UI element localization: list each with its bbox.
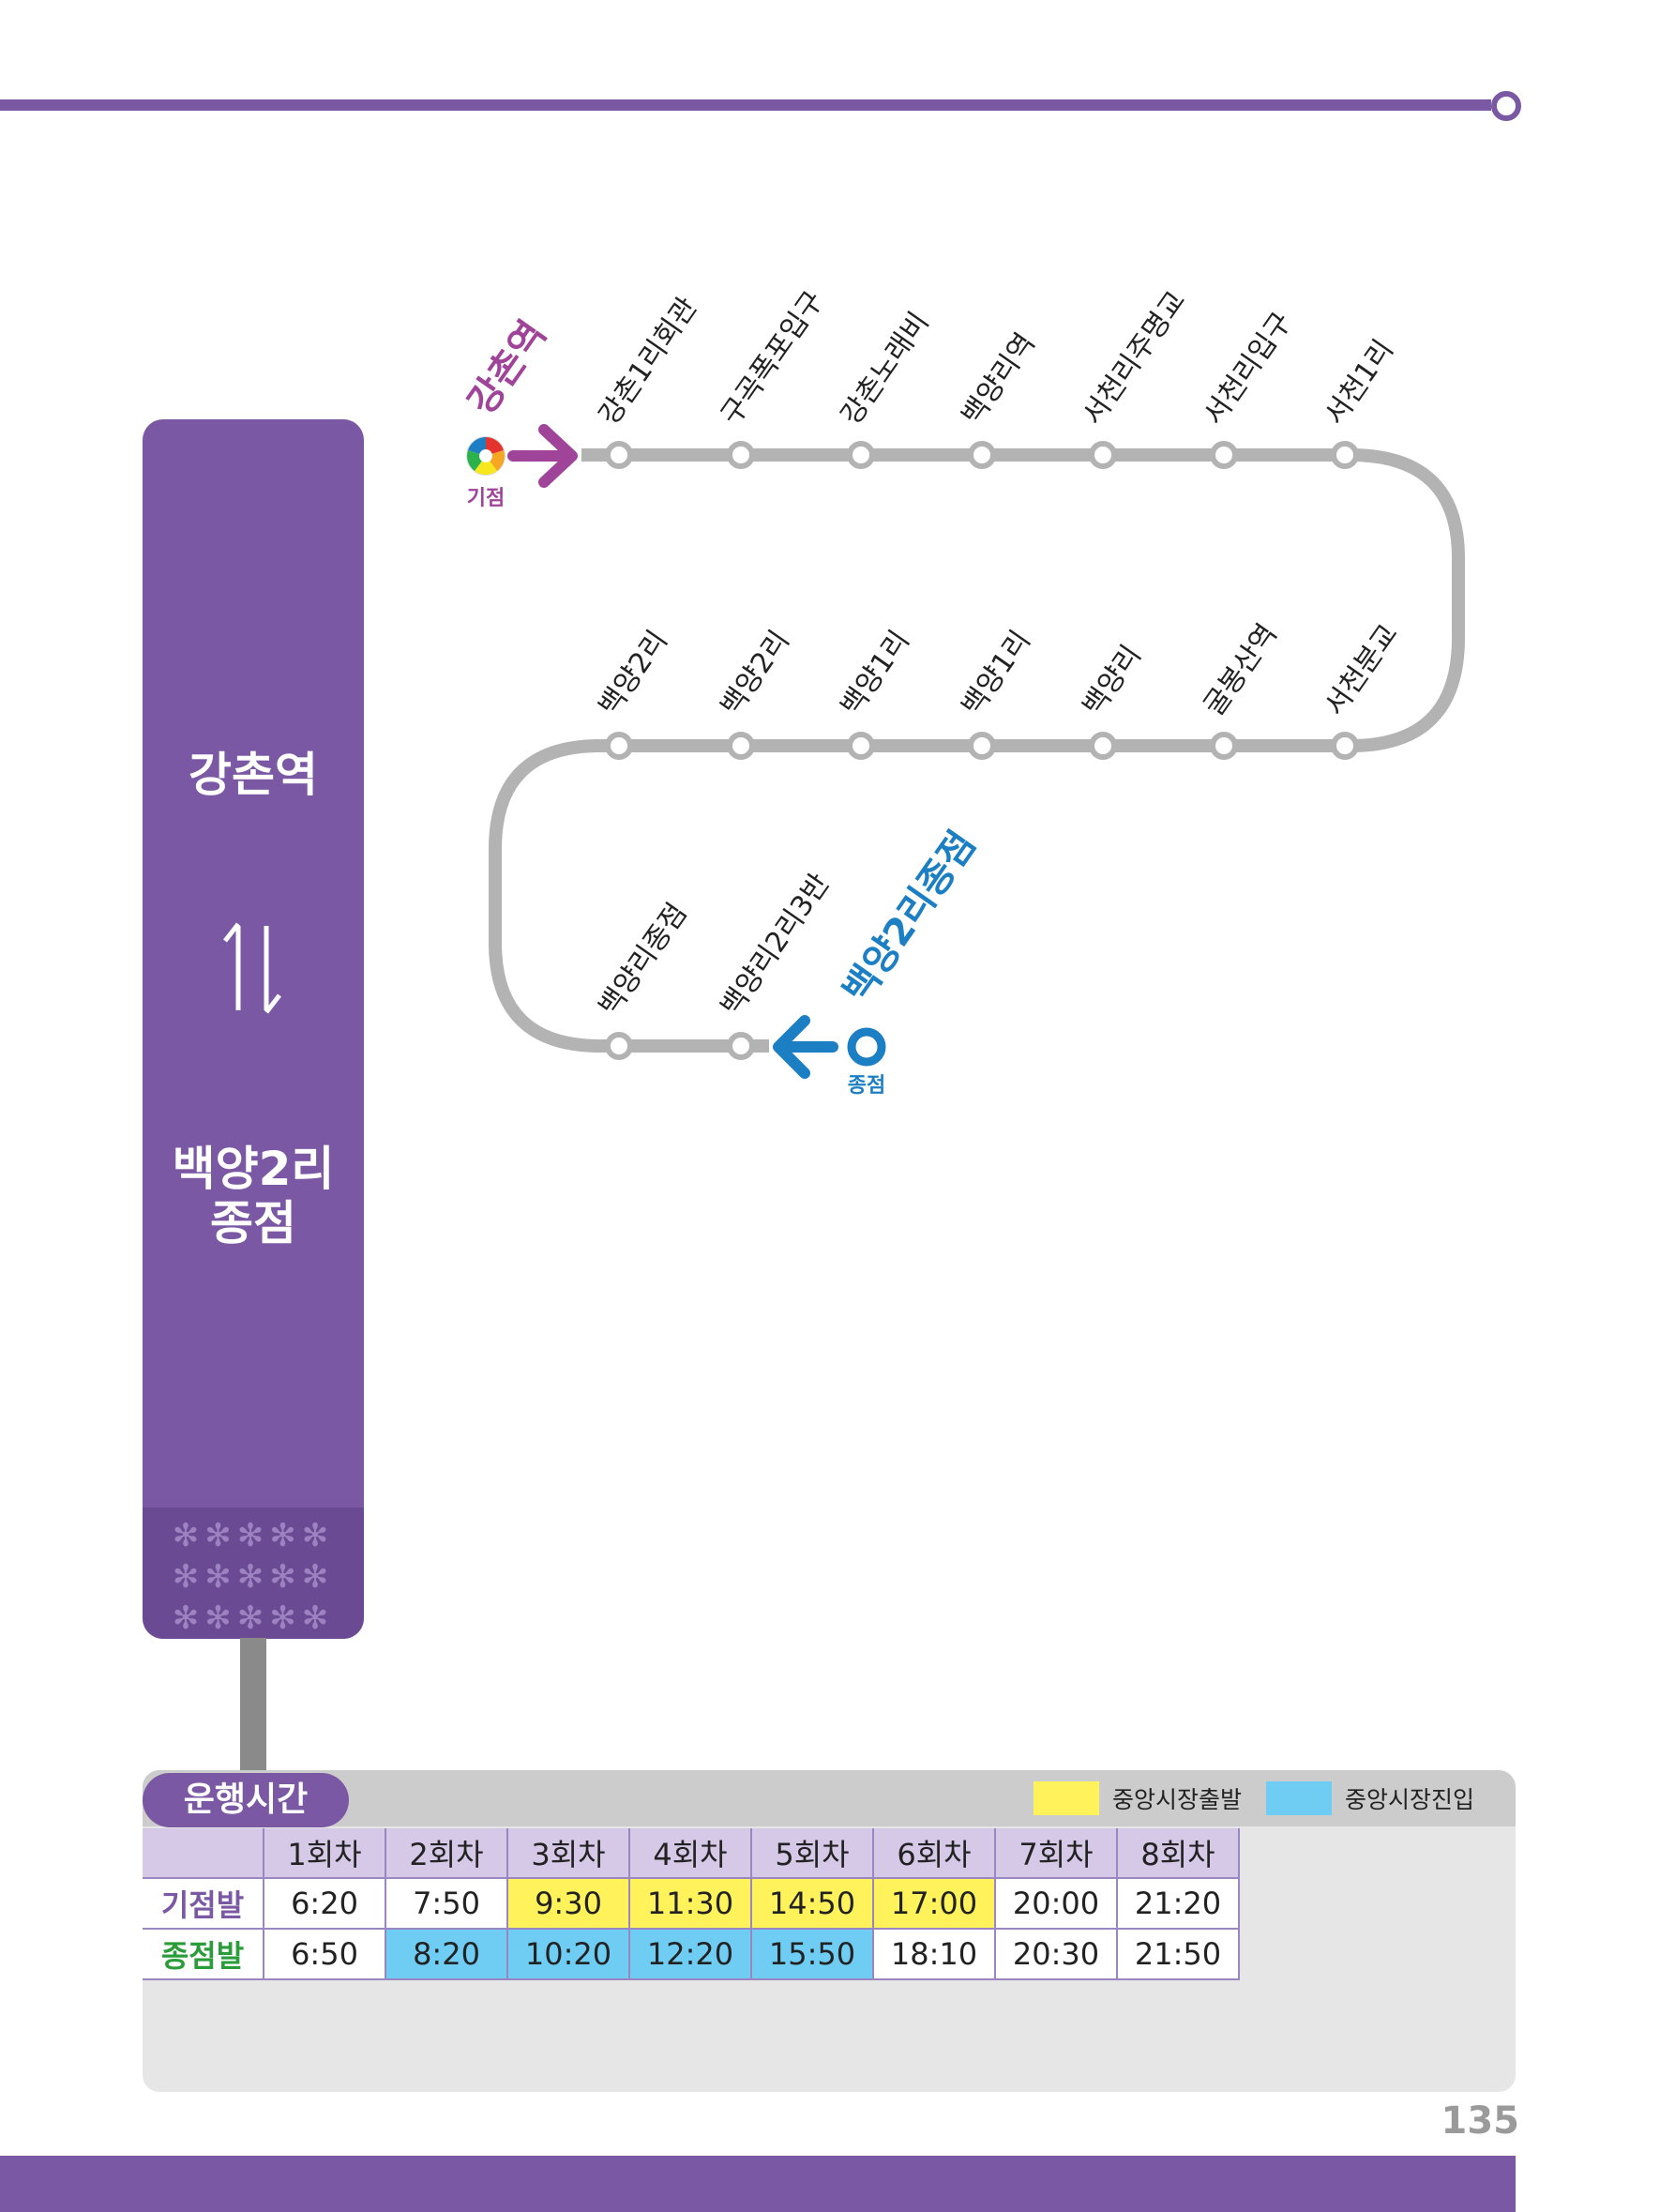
schedule-table: 1회차 2회차 3회차 4회차 5회차 6회차 7회차 8회차 기점발 6:20… (143, 1828, 1240, 1980)
header-blank-cell (143, 1828, 264, 1879)
stop-marker (1210, 441, 1238, 469)
row-label: 종점발 (143, 1929, 264, 1980)
time-cell: 18:10 (873, 1929, 996, 1980)
top-rule (0, 99, 1491, 111)
time-cell: 8:20 (385, 1929, 508, 1980)
time-cell: 21:50 (1117, 1929, 1240, 1980)
stop-label: 강촌1리회관 (593, 292, 704, 432)
end-station-name: 백양2리종점 (836, 824, 985, 1011)
stop-marker (605, 1032, 633, 1060)
route-destination-line2: 종점 (210, 1196, 296, 1250)
route-origin: 강촌역 (189, 748, 318, 802)
row-label: 기점발 (143, 1878, 264, 1930)
stop-marker (727, 732, 755, 760)
stop-label: 백양리 (1077, 640, 1148, 722)
stop-label: 서천분교 (1319, 618, 1405, 722)
time-cell: 6:20 (264, 1878, 386, 1930)
time-cell: 11:30 (629, 1878, 752, 1930)
legend-label: 중앙시장출발 (1112, 1786, 1243, 1813)
column-header: 5회차 (751, 1828, 874, 1879)
stop-label: 백양1리 (835, 625, 916, 722)
stop-label: 강촌노래비 (835, 306, 936, 431)
stop-label: 백양2리 (593, 625, 674, 722)
time-cell: 6:50 (264, 1929, 386, 1980)
route-card: 강촌역 백양2리 종점 ✻✻✻✻✻✻✻✻✻✻✻✻✻✻✻ (143, 419, 364, 1639)
stop-label: 굴봉산역 (1198, 618, 1284, 722)
legend-arrival: 중앙시장진입 (1266, 1780, 1474, 1816)
column-header: 8회차 (1117, 1828, 1240, 1879)
swap-arrows-icon (223, 922, 281, 1014)
legend-departure: 중앙시장출발 (1034, 1780, 1242, 1816)
column-header: 3회차 (507, 1828, 630, 1879)
stop-marker (605, 732, 633, 760)
time-cell: 12:20 (629, 1929, 752, 1980)
legend-label: 중앙시장진입 (1345, 1786, 1475, 1813)
time-cell: 10:20 (507, 1929, 630, 1980)
stop-marker (1089, 732, 1117, 760)
route-destination-line1: 백양2리 (172, 1142, 335, 1196)
top-rule-end-circle (1491, 91, 1521, 121)
start-tag: 기점 (467, 487, 505, 510)
stop-label: 백양리역 (956, 327, 1042, 432)
flower-pattern: ✻✻✻✻✻✻✻✻✻✻✻✻✻✻✻ (143, 1507, 364, 1639)
stop-marker (1331, 441, 1359, 469)
route-destination: 백양2리 종점 (143, 1142, 364, 1250)
column-header: 7회차 (995, 1828, 1118, 1879)
stop-label: 백양리2리3반 (715, 868, 837, 1022)
time-cell: 7:50 (385, 1878, 508, 1930)
start-marker (466, 424, 578, 488)
stop-marker (1331, 732, 1359, 760)
column-header: 2회차 (385, 1828, 508, 1879)
legend-swatch-blue (1266, 1781, 1332, 1815)
column-header: 6회차 (873, 1828, 996, 1879)
column-header: 4회차 (629, 1828, 752, 1879)
start-station-name: 강촌역 (460, 313, 555, 423)
page-number: 135 (1441, 2099, 1520, 2143)
stop-label: 백양리종점 (593, 897, 694, 1022)
stop-label: 서천1리 (1319, 334, 1400, 432)
time-cell: 14:50 (751, 1878, 874, 1930)
time-cell: 9:30 (507, 1878, 630, 1930)
end-station-circle-icon (847, 1027, 886, 1067)
time-cell: 20:30 (995, 1929, 1118, 1980)
stop-marker (727, 1032, 755, 1060)
time-cell: 20:00 (995, 1878, 1118, 1930)
stop-marker (727, 441, 755, 469)
end-marker (773, 1015, 886, 1079)
time-cell: 21:20 (1117, 1878, 1240, 1930)
stop-marker (847, 732, 875, 760)
time-cell: 17:00 (873, 1878, 996, 1930)
card-connector (240, 1638, 266, 1788)
stop-marker (968, 732, 996, 760)
column-header: 1회차 (264, 1828, 386, 1879)
stop-marker (847, 441, 875, 469)
stop-label: 서천리입구 (1198, 306, 1299, 431)
stop-marker (1089, 441, 1117, 469)
stop-label: 백양2리 (715, 625, 796, 722)
time-cell: 15:50 (751, 1929, 874, 1980)
stop-label: 백양1리 (956, 625, 1037, 722)
stop-marker (605, 441, 633, 469)
schedule-row-return: 종점발 6:50 8:20 10:20 12:20 15:50 18:10 20… (143, 1929, 1240, 1980)
schedule-row-departure: 기점발 6:20 7:50 9:30 11:30 14:50 17:00 20:… (143, 1878, 1240, 1930)
bottom-band (0, 2156, 1516, 2212)
legend-swatch-yellow (1034, 1781, 1099, 1815)
stop-marker (968, 441, 996, 469)
schedule-header-row: 1회차 2회차 3회차 4회차 5회차 6회차 7회차 8회차 (143, 1828, 1240, 1879)
stop-label: 구곡폭포입구 (715, 285, 831, 432)
stop-label: 서천리주명교 (1077, 285, 1193, 432)
end-tag: 종점 (848, 1074, 885, 1098)
timetable-title: 운행시간 (143, 1773, 349, 1827)
stop-marker (1210, 732, 1238, 760)
